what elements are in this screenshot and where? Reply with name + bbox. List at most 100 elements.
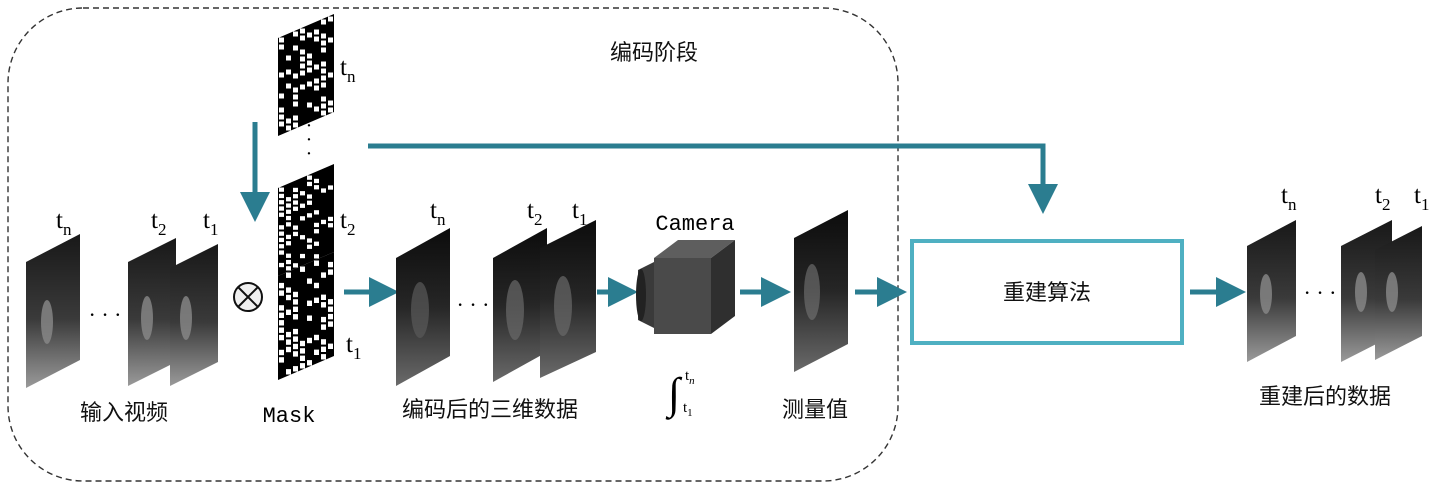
mask-cell xyxy=(321,33,326,39)
mask-cell xyxy=(279,200,284,205)
time-label-recon-t2: t2 xyxy=(1375,182,1390,214)
mask-cell xyxy=(286,234,291,240)
mask-cell xyxy=(279,237,284,243)
mask-cell xyxy=(314,349,319,355)
mask-cell xyxy=(279,212,284,217)
mask-cell xyxy=(286,241,291,246)
mask-cell xyxy=(307,360,312,366)
mask-cell xyxy=(300,235,305,240)
mask-cell xyxy=(328,16,333,22)
mask-cell xyxy=(300,355,305,361)
mask-cell xyxy=(300,216,305,221)
mask-cell xyxy=(307,200,312,205)
mask-cell xyxy=(328,313,333,320)
mask-cell xyxy=(307,32,312,38)
encoded-frames: · · · tn t2 t1 xyxy=(396,197,596,386)
mask-cell xyxy=(328,216,333,222)
mask-cell xyxy=(307,300,312,306)
mask-cell xyxy=(293,115,298,121)
mask-cell xyxy=(314,78,319,84)
mask-cell xyxy=(328,107,333,113)
mask-cell xyxy=(307,102,312,108)
reconstructed-frame-t1 xyxy=(1375,226,1422,360)
mask-cell xyxy=(286,209,291,214)
encoded-frame-t2 xyxy=(493,228,547,382)
mask-cell xyxy=(279,327,284,333)
mask-cell xyxy=(279,244,284,249)
mask-cell xyxy=(307,337,312,344)
mask-cell xyxy=(300,340,305,347)
mask-cell xyxy=(279,305,284,311)
mask-cell xyxy=(300,63,305,69)
mask-cell xyxy=(314,297,319,303)
time-label-mask-t2: t2 xyxy=(340,207,355,239)
mask-cell xyxy=(293,343,298,350)
mask-cell xyxy=(314,64,319,70)
time-label-encoded-tn: tn xyxy=(430,197,446,229)
reconstructed-frame-tn xyxy=(1247,220,1296,362)
mask-cell xyxy=(279,320,284,326)
integral-sign: ∫ xyxy=(665,369,683,420)
mask-cell xyxy=(279,312,284,318)
mask-cell xyxy=(307,278,312,284)
mask-frames: · · · tn t2 t1 xyxy=(278,14,361,380)
mask-cell xyxy=(328,100,333,106)
mask-cell xyxy=(300,348,305,354)
mask-cell xyxy=(279,290,284,296)
time-label-recon-tn: tn xyxy=(1281,182,1297,214)
mask-cell xyxy=(293,336,298,342)
label-input-video: 输入视频 xyxy=(80,401,168,426)
mask-cell xyxy=(300,35,305,41)
mask-cell xyxy=(286,55,291,61)
mask-cell xyxy=(293,101,298,107)
circled-times-icon xyxy=(233,282,263,312)
mask-cell xyxy=(321,82,326,88)
mask-frame-t1 xyxy=(278,252,334,380)
integral-lower-limit: t1 xyxy=(683,400,693,419)
ellipsis-input: · · · xyxy=(89,302,122,327)
mask-cell xyxy=(293,314,298,320)
mask-cell xyxy=(321,188,326,193)
mask-cell xyxy=(321,219,326,225)
mask-cell xyxy=(328,343,333,349)
ellipsis-encoded: · · · xyxy=(457,292,490,317)
integral-expression: ∫ tn t1 xyxy=(665,368,695,420)
mask-cell xyxy=(307,53,312,59)
mask-cell xyxy=(286,369,291,375)
encoded-frame-t1 xyxy=(540,220,596,378)
label-camera: Camera xyxy=(655,212,734,237)
mask-cell xyxy=(293,187,298,193)
mask-cell xyxy=(307,213,312,218)
label-encoded-3d-data: 编码后的三维数据 xyxy=(402,398,578,423)
mask-cell xyxy=(328,72,333,78)
mask-cell xyxy=(279,93,284,99)
mask-cell xyxy=(279,225,284,230)
time-label-input-t1: t1 xyxy=(203,207,218,239)
mask-cell xyxy=(286,272,291,278)
mask-cell xyxy=(279,72,284,78)
mask-cell xyxy=(286,309,291,315)
mask-vertical-dot-1: · xyxy=(306,115,313,137)
mask-cell xyxy=(321,61,326,67)
mask-cell xyxy=(321,40,326,46)
mask-frame-tn xyxy=(278,14,334,136)
mask-cell xyxy=(314,241,319,246)
mask-cell xyxy=(293,45,298,51)
mask-cell xyxy=(286,215,291,221)
mask-cell xyxy=(300,363,305,369)
mask-cell xyxy=(314,282,319,289)
mask-cell xyxy=(293,122,298,128)
mask-cell xyxy=(279,187,284,192)
time-label-mask-tn: tn xyxy=(340,54,356,86)
mask-cell xyxy=(314,254,319,259)
integral-upper-limit: tn xyxy=(685,368,695,387)
mask-cell xyxy=(286,125,291,131)
mask-cell xyxy=(328,261,333,268)
mask-cell xyxy=(286,331,291,338)
mask-cell xyxy=(286,294,291,301)
mask-cell xyxy=(293,291,298,298)
input-video-frames: · · · tn t2 t1 xyxy=(26,207,218,388)
mask-cell xyxy=(307,81,312,87)
mask-cell xyxy=(314,178,319,184)
mask-cell xyxy=(293,225,298,230)
